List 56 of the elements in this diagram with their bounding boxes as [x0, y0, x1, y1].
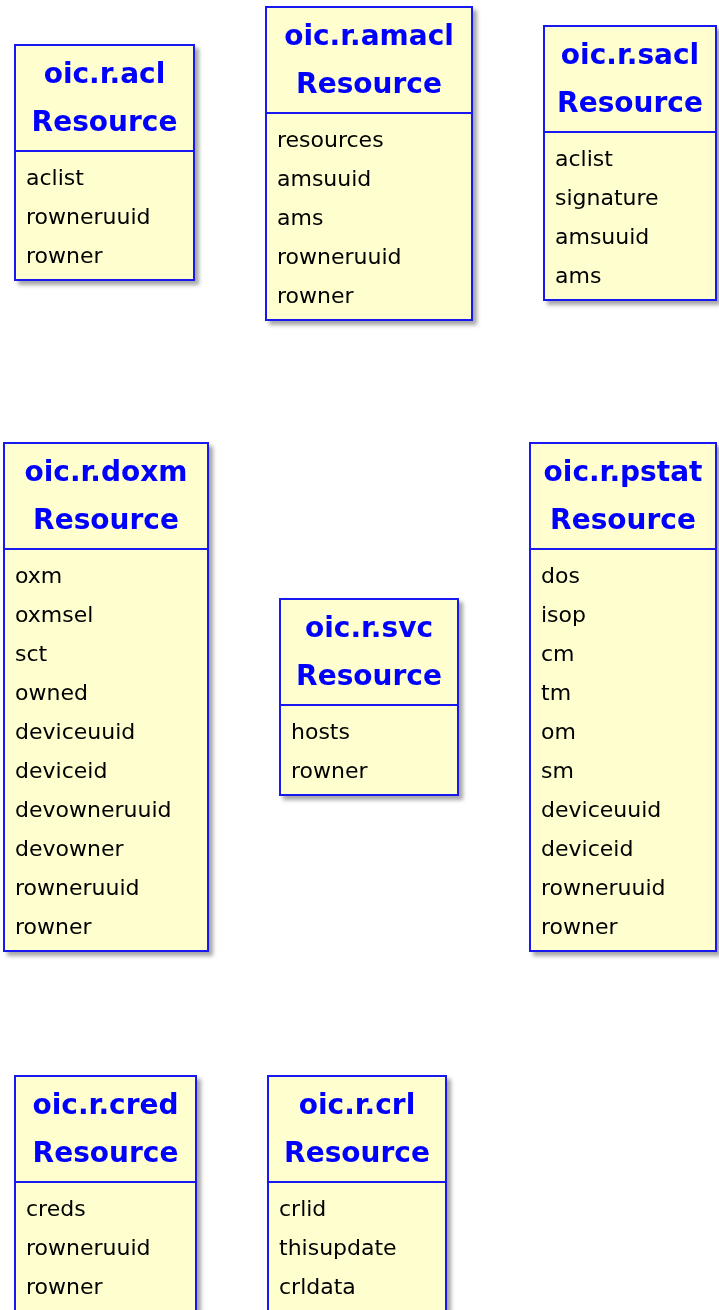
attribute-name: devowner — [14, 835, 125, 863]
attribute-name: owned — [14, 679, 89, 707]
attribute-name: devowneruuid — [14, 796, 173, 824]
class-name: oic.r.svc Resource — [281, 600, 457, 706]
attribute-name: rowneruuid — [540, 874, 667, 902]
class-name: oic.r.amacl Resource — [267, 8, 471, 114]
attribute-name: hosts — [290, 718, 351, 746]
attribute-name: ams — [276, 204, 325, 232]
attribute-name: rowner — [540, 913, 619, 941]
attribute-name: ams — [554, 262, 603, 290]
attribute-name: deviceid — [14, 757, 109, 785]
attribute-name: om — [540, 718, 577, 746]
attribute-name: rowner — [14, 913, 93, 941]
class-name: oic.r.sacl Resource — [545, 27, 715, 133]
attribute-name: rowner — [25, 242, 104, 270]
attribute-name: cm — [540, 640, 576, 668]
attribute-name: thisupdate — [278, 1234, 398, 1262]
class-box — [267, 1075, 447, 1310]
attribute-name: rowneruuid — [25, 1234, 152, 1262]
attribute-name: rowner — [276, 282, 355, 310]
attribute-name: rowner — [25, 1273, 104, 1301]
attribute-name: deviceuuid — [540, 796, 663, 824]
class-box — [265, 6, 473, 321]
class-name: oic.r.cred Resource — [16, 1077, 195, 1183]
class-box — [529, 442, 717, 952]
attribute-name: rowneruuid — [25, 203, 152, 231]
attribute-name: dos — [540, 562, 581, 590]
attribute-name: deviceid — [540, 835, 635, 863]
attribute-name: rowneruuid — [276, 243, 403, 271]
class-box — [14, 44, 195, 281]
class-name: oic.r.doxm Resource — [5, 444, 207, 550]
attribute-name: signature — [554, 184, 660, 212]
attribute-name: amsuuid — [554, 223, 651, 251]
class-box — [279, 598, 459, 796]
attribute-name: aclist — [554, 145, 614, 173]
class-box — [3, 442, 209, 952]
attribute-name: isop — [540, 601, 587, 629]
attribute-name: oxm — [14, 562, 64, 590]
attribute-name: sm — [540, 757, 575, 785]
attribute-name: rowneruuid — [14, 874, 141, 902]
attribute-name: creds — [25, 1195, 87, 1223]
attribute-name: resources — [276, 126, 385, 154]
attribute-name: deviceuuid — [14, 718, 137, 746]
class-name: oic.r.crl Resource — [269, 1077, 445, 1183]
attribute-name: crldata — [278, 1273, 357, 1301]
attribute-name: aclist — [25, 164, 85, 192]
class-box — [14, 1075, 197, 1310]
class-name: oic.r.pstat Resource — [531, 444, 715, 550]
attribute-name: rowner — [290, 757, 369, 785]
class-box — [543, 25, 717, 301]
attribute-name: sct — [14, 640, 49, 668]
attribute-name: amsuuid — [276, 165, 373, 193]
attribute-name: tm — [540, 679, 573, 707]
attribute-name: oxmsel — [14, 601, 95, 629]
attribute-name: crlid — [278, 1195, 328, 1223]
class-name: oic.r.acl Resource — [16, 46, 193, 152]
